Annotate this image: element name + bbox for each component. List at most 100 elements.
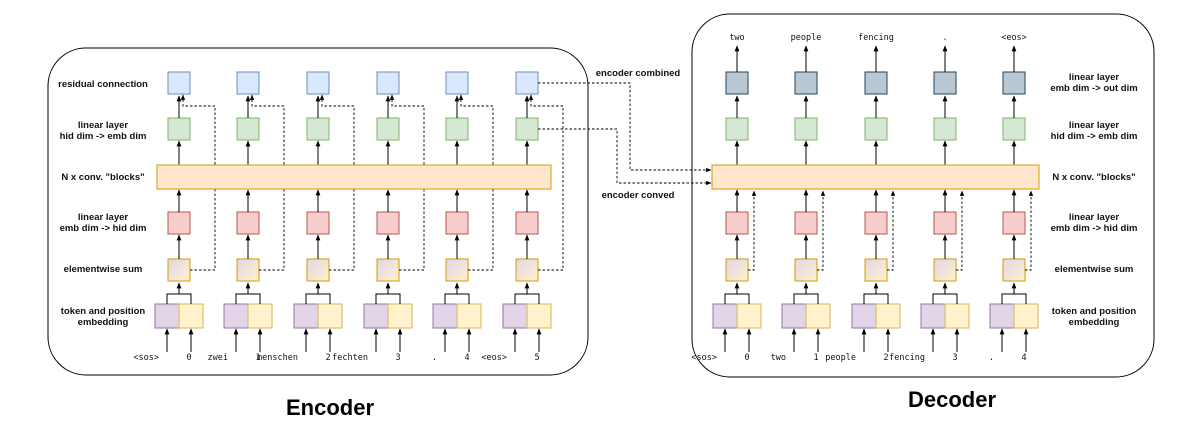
encoder-top-box: [167, 71, 191, 95]
encoder-linear-in: [515, 211, 539, 235]
decoder-input-token: two: [771, 353, 786, 363]
decoder-column-4: .4<eos>: [989, 33, 1039, 363]
decoder-elementwise-sum: [794, 258, 818, 282]
decoder-linear-out: [864, 117, 888, 141]
decoder-token-embedding: [989, 303, 1015, 329]
decoder-dashed-residual: [1025, 190, 1034, 271]
encoder-input-token: .: [432, 353, 437, 363]
encoder-top-box: [236, 71, 260, 95]
encoder-container: [47, 47, 589, 376]
decoder-merge-line: [863, 293, 889, 304]
encoder-input-token: <sos>: [133, 353, 159, 363]
decoder-position-embedding: [1013, 303, 1039, 329]
encoder-combined-connection: [538, 82, 712, 173]
encoder-elementwise-sum: [445, 258, 469, 282]
decoder-top-box: [725, 71, 749, 95]
encoder-merge-line: [514, 293, 540, 304]
encoder-merge-line: [375, 293, 401, 304]
decoder-output-token: fencing: [858, 33, 894, 43]
decoder-token-embedding: [781, 303, 807, 329]
decoder-linear-out: [725, 117, 749, 141]
dec-label-embed-1: token and position: [1052, 306, 1137, 317]
decoder-column-2: people 2 fencing: [825, 33, 901, 363]
dec-label-embed-2: embedding: [1069, 317, 1120, 328]
decoder-title: Decoder: [908, 387, 996, 412]
encoder-input-token: menschen: [257, 353, 298, 363]
encoder-input-position: 4: [464, 353, 469, 363]
encoder-token-embedding: [363, 303, 389, 329]
encoder-linear-in: [376, 211, 400, 235]
encoder-merge-line: [444, 293, 470, 304]
encoder-elementwise-sum: [515, 258, 539, 282]
decoder-merge-line: [724, 293, 750, 304]
decoder-position-embedding: [805, 303, 831, 329]
enc-label-linear-in-2: emb dim -> hid dim: [60, 223, 147, 234]
enc-label-embed-2: embedding: [78, 317, 129, 328]
decoder-conv-blocks-bar: [711, 164, 1040, 190]
encoder-linear-out: [167, 117, 191, 141]
encoder-conved-label: encoder conved: [602, 190, 675, 201]
encoder-dashed-residual: [528, 94, 564, 271]
decoder-dashed-residual: [748, 190, 757, 271]
encoder-linear-out: [236, 117, 260, 141]
decoder-top-box: [933, 71, 957, 95]
decoder-output-token: <eos>: [1001, 33, 1027, 43]
decoder-input-token: people: [825, 353, 856, 363]
encoder-elementwise-sum: [236, 258, 260, 282]
encoder-elementwise-sum: [167, 258, 191, 282]
decoder-elementwise-sum: [933, 258, 957, 282]
decoder-linear-in: [933, 211, 957, 235]
enc-label-linear-in-1: linear layer: [78, 212, 128, 223]
decoder-top-box: [864, 71, 888, 95]
decoder-linear-in: [794, 211, 818, 235]
encoder-title: Encoder: [286, 395, 374, 420]
encoder-merge-line: [305, 293, 331, 304]
decoder-input-position: 2: [883, 353, 888, 363]
decoder-merge-line: [932, 293, 958, 304]
encoder-linear-in: [445, 211, 469, 235]
encoder-dashed-residual: [458, 94, 494, 271]
encoder-linear-out: [445, 117, 469, 141]
decoder-top-box: [1002, 71, 1026, 95]
decoder-linear-in: [864, 211, 888, 235]
decoder-dashed-residual: [956, 190, 965, 271]
decoder-merge-line: [1001, 293, 1027, 304]
decoder-position-embedding: [944, 303, 970, 329]
encoder-linear-out: [306, 117, 330, 141]
encoder-linear-in: [236, 211, 260, 235]
encoder-input-position: 3: [395, 353, 400, 363]
dec-label-conv: N x conv. "blocks": [1052, 172, 1135, 183]
encoder-dashed-residual: [180, 94, 216, 271]
dec-label-linear-in-1: linear layer: [1069, 212, 1119, 223]
decoder-container: [691, 13, 1155, 378]
encoder-position-embedding: [526, 303, 552, 329]
dec-label-linear-in-2: emb dim -> hid dim: [1051, 223, 1138, 234]
encoder-merge-line: [235, 293, 261, 304]
encoder-elementwise-sum: [376, 258, 400, 282]
encoder-token-embedding: [223, 303, 249, 329]
encoder-conved-connection: [538, 128, 712, 186]
decoder-elementwise-sum: [864, 258, 888, 282]
decoder-linear-out: [794, 117, 818, 141]
encoder-column-3: fechten 3: [332, 71, 425, 363]
encoder-input-token: fechten: [332, 353, 368, 363]
encoder-combined-label: encoder combined: [596, 68, 681, 79]
encoder-linear-in: [167, 211, 191, 235]
encoder-linear-out: [376, 117, 400, 141]
decoder-position-embedding: [736, 303, 762, 329]
encoder-top-box: [306, 71, 330, 95]
encoder-dashed-residual: [389, 94, 425, 271]
encoder-dashed-residual: [249, 94, 285, 271]
decoder-linear-in: [725, 211, 749, 235]
dec-label-linear-out-1: linear layer: [1069, 120, 1119, 131]
encoder-token-embedding: [432, 303, 458, 329]
decoder-linear-out: [933, 117, 957, 141]
encoder-input-token: <eos>: [481, 353, 507, 363]
dec-label-linear-final-2: emb dim -> out dim: [1050, 83, 1137, 94]
encoder-input-position: 1: [255, 353, 260, 363]
enc-label-sum: elementwise sum: [64, 264, 143, 275]
